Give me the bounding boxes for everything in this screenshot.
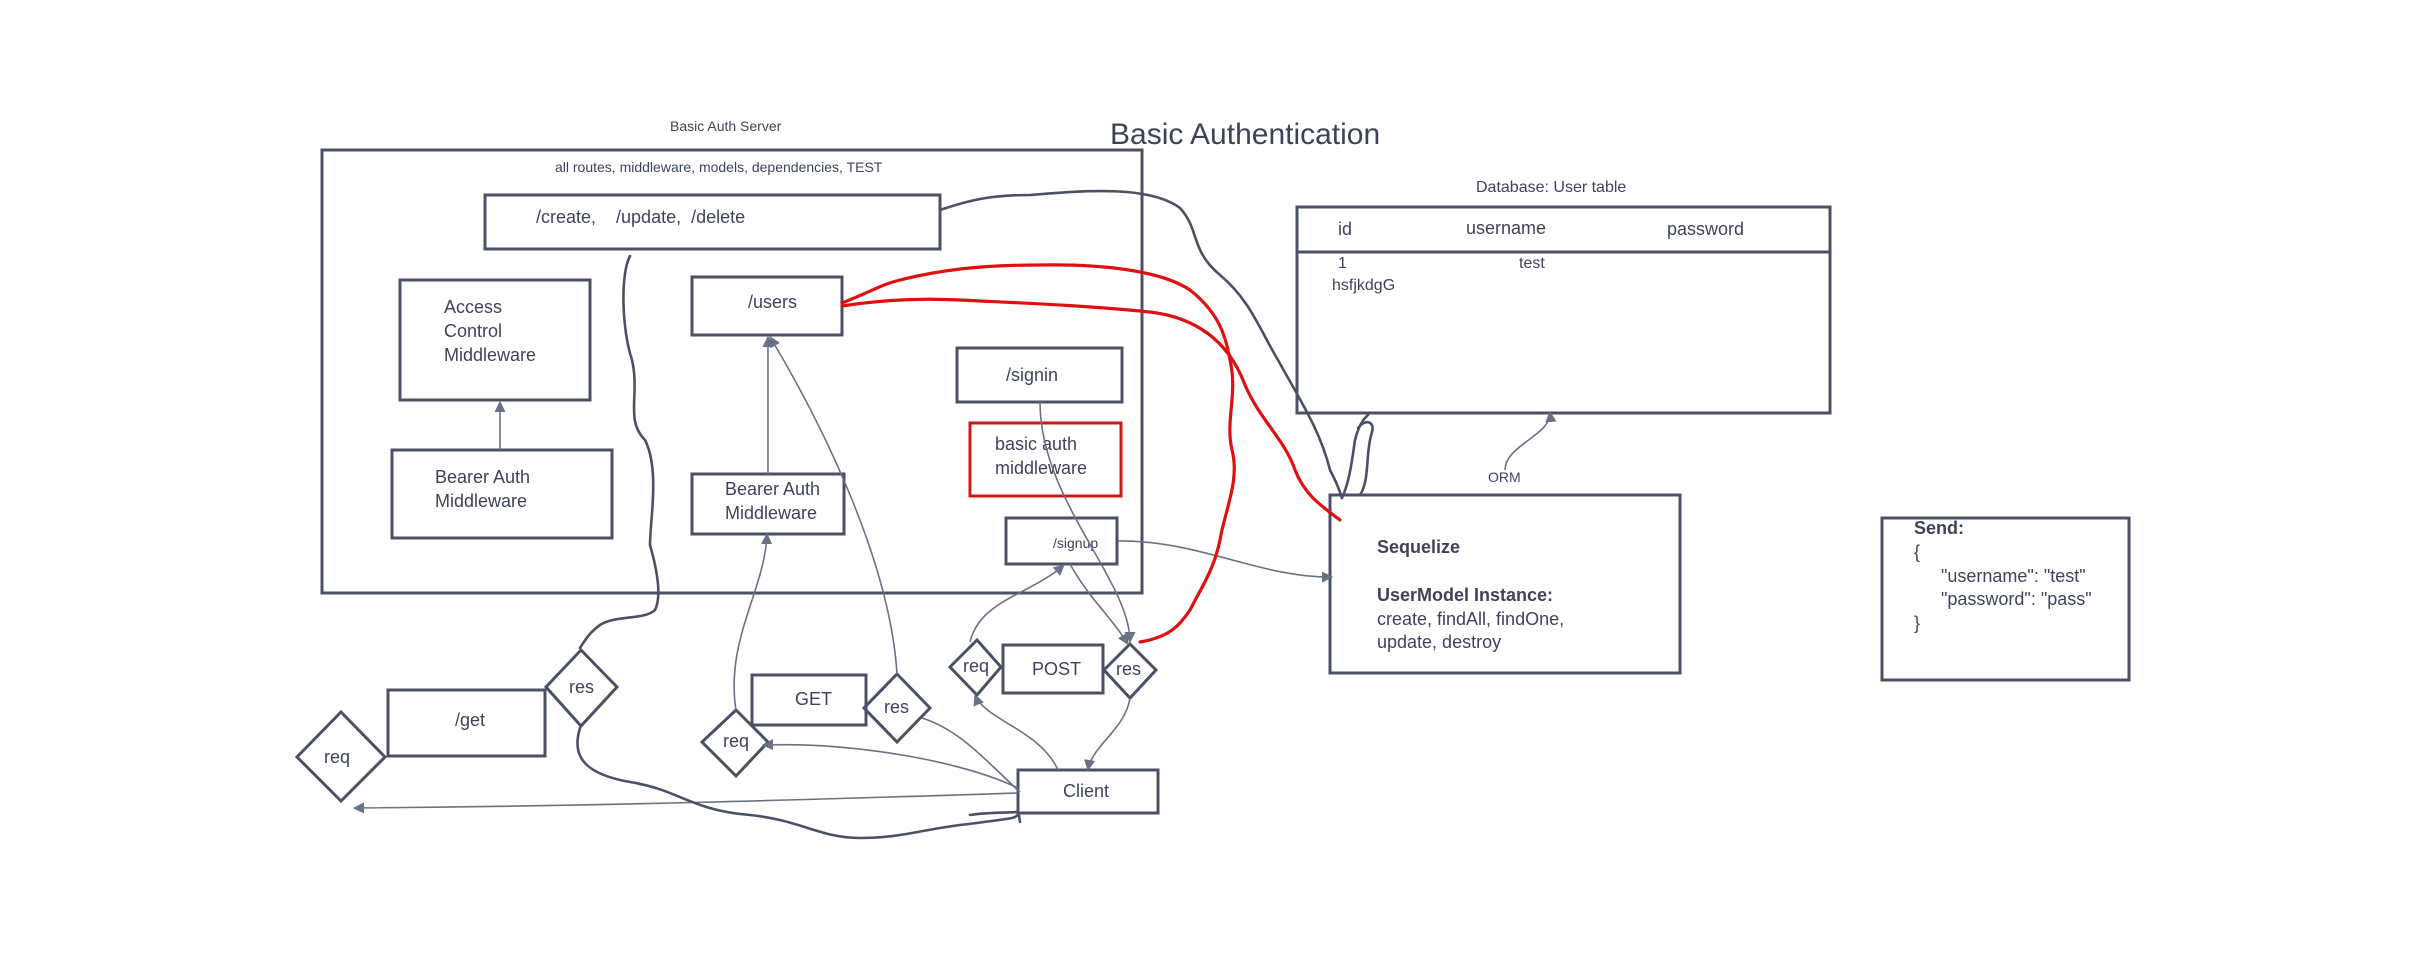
- post-method-label: POST: [1032, 659, 1081, 679]
- client-label: Client: [1063, 781, 1109, 801]
- send-line-1: {: [1914, 542, 1920, 562]
- orm-label: ORM: [1488, 469, 1521, 485]
- req-mid-label: req: [723, 731, 749, 751]
- access-control-middleware-box[interactable]: [398, 278, 592, 402]
- crud-routes-label: /create, /update, /delete: [536, 207, 745, 227]
- hand-line-routes-to-sequelize: [938, 189, 1344, 500]
- red-line-users-to-signin: [840, 263, 1236, 644]
- db-cell-id: 1: [1338, 255, 1347, 272]
- get-method-box[interactable]: [750, 673, 868, 727]
- basic-auth-label-2: middleware: [995, 458, 1087, 478]
- req-right-label: req: [963, 656, 989, 676]
- send-label: Send:: [1914, 518, 1964, 538]
- server-label: Basic Auth Server: [670, 118, 782, 134]
- get-route-box[interactable]: [386, 688, 547, 758]
- res-mid-to-client-arrow: [921, 717, 1021, 793]
- res-mid-to-users-arrow: [769, 336, 898, 675]
- req-mid-to-bearer-arrow: [733, 532, 773, 711]
- hand-line-client-stub: [968, 810, 1020, 817]
- bearer-mid-label-1: Bearer Auth: [725, 479, 820, 499]
- send-line-2: "username": "test": [1941, 566, 2086, 586]
- db-cell-username: test: [1519, 255, 1545, 272]
- client-to-req-mid-arrow: [761, 739, 1019, 789]
- bearer-mid-label-2: Middleware: [725, 503, 817, 523]
- db-cell-password: hsfjkdgG: [1332, 277, 1395, 294]
- hand-line-sequelize-to-db: [1340, 413, 1370, 500]
- page-title: Basic Authentication: [1110, 118, 1380, 151]
- database-label: Database: User table: [1476, 179, 1626, 196]
- res-mid-label: res: [884, 697, 909, 717]
- send-payload-box[interactable]: [1880, 516, 2131, 682]
- client-to-req-right-arrow: [973, 693, 1059, 771]
- signup-to-sequelize-arrow: [1117, 540, 1334, 583]
- bearer-left-label-1: Bearer Auth: [435, 467, 530, 487]
- server-container[interactable]: [320, 148, 1144, 595]
- send-line-4: }: [1914, 613, 1920, 633]
- db-col-password: password: [1667, 219, 1744, 239]
- signup-route-box[interactable]: [1004, 516, 1119, 566]
- send-line-3: "password": "pass": [1941, 589, 2092, 609]
- sequelize-name: Sequelize: [1377, 537, 1460, 557]
- basic-auth-label-1: basic auth: [995, 434, 1077, 454]
- get-method-label: GET: [795, 689, 832, 709]
- crud-routes-box[interactable]: [483, 193, 942, 251]
- sequelize-box[interactable]: [1328, 493, 1682, 675]
- access-control-label-3: Middleware: [444, 345, 536, 365]
- basic-auth-middleware-box[interactable]: [968, 421, 1123, 498]
- users-route-label: /users: [748, 292, 797, 312]
- orm-connector: [1504, 410, 1557, 471]
- res-right-to-client-arrow: [1084, 697, 1131, 772]
- access-control-label-1: Access: [444, 297, 502, 317]
- signin-to-res-right-arrow: [1039, 401, 1136, 644]
- db-col-id: id: [1338, 219, 1352, 239]
- res-left-diamond[interactable]: [543, 647, 620, 729]
- bearer-left-label-2: Middleware: [435, 491, 527, 511]
- signup-to-res-right-arrow: [1069, 563, 1129, 645]
- db-col-username: username: [1466, 218, 1546, 238]
- sequelize-methods-2: update, destroy: [1377, 632, 1501, 652]
- sequelize-methods-1: create, findAll, findOne,: [1377, 609, 1564, 629]
- sequelize-instance-label: UserModel Instance:: [1377, 585, 1553, 605]
- hand-line-routes-to-get: [578, 254, 660, 650]
- req-left-diamond[interactable]: [294, 709, 388, 804]
- database-table[interactable]: [1295, 205, 1832, 415]
- req-right-to-signup-arrow: [969, 564, 1065, 643]
- hand-line-db-to-sequelize: [1356, 420, 1374, 497]
- access-control-label-2: Control: [444, 321, 502, 341]
- req-mid-diamond[interactable]: [699, 707, 771, 779]
- server-sublabel: all routes, middleware, models, dependen…: [555, 159, 883, 175]
- get-route-label: /get: [455, 710, 485, 730]
- signin-route-label: /signin: [1006, 365, 1058, 385]
- red-line-users-to-sequelize: [840, 297, 1342, 522]
- res-mid-diamond[interactable]: [861, 671, 933, 745]
- req-left-label: req: [324, 747, 350, 767]
- hand-line-get-to-client: [576, 726, 1022, 840]
- res-right-label: res: [1116, 659, 1141, 679]
- bearer-auth-left-box[interactable]: [390, 448, 614, 540]
- res-left-label: res: [569, 677, 594, 697]
